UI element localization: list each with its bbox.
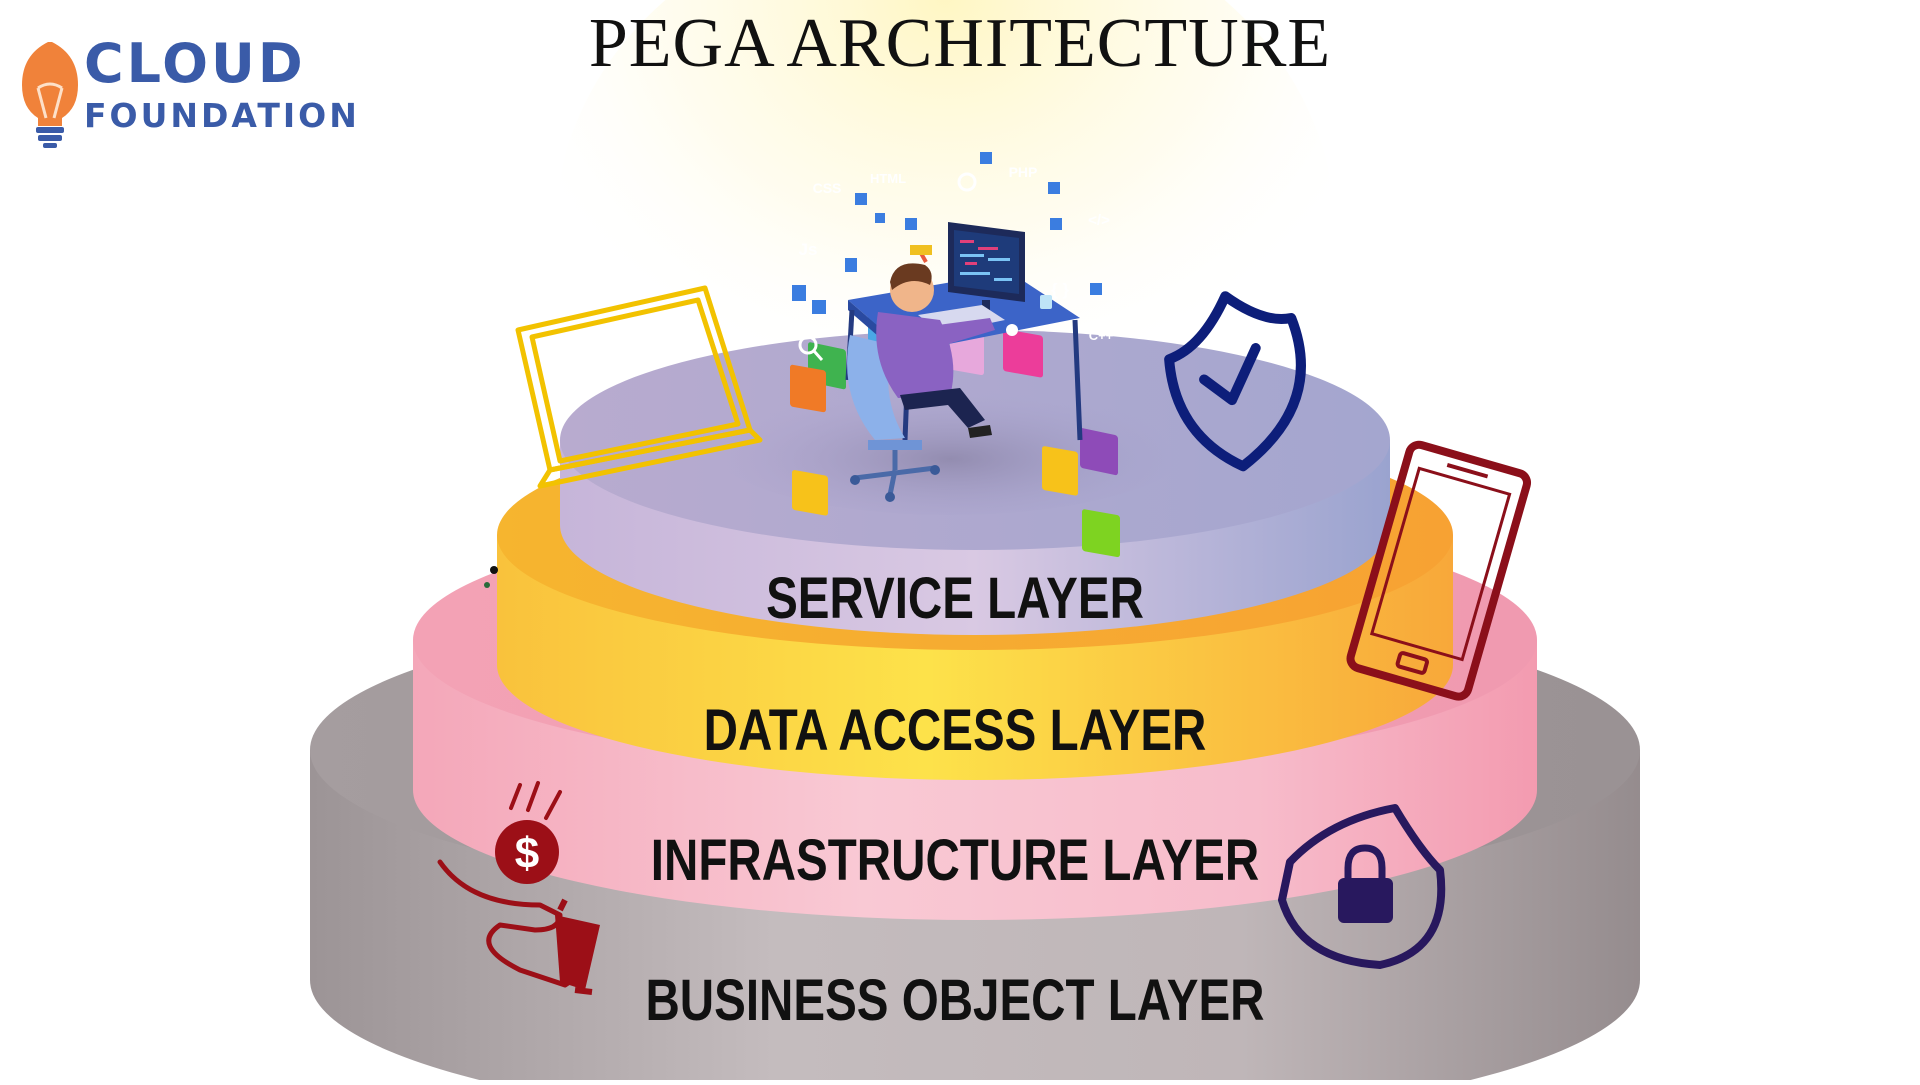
badge-cpp: C++ (1089, 328, 1114, 343)
badge-code: </> (1088, 212, 1110, 229)
shield-check-icon (1164, 291, 1306, 472)
decor-dot (490, 566, 498, 574)
decor-dot (484, 582, 490, 588)
badge-html: HTML (870, 171, 906, 186)
layer-label-data-access: DATA ACCESS LAYER (704, 699, 1207, 764)
logo-text-foundation: FOUNDATION (84, 96, 360, 135)
shield-lock-icon (1278, 804, 1446, 969)
layer-label-infrastructure: INFRASTRUCTURE LAYER (651, 829, 1259, 894)
layer-label-business-object: BUSINESS OBJECT LAYER (645, 969, 1264, 1034)
dollar-symbol: $ (515, 829, 539, 878)
laptop-icon (515, 285, 763, 489)
badge-braces: { } (1051, 280, 1069, 299)
smartphone-icon (1346, 440, 1532, 701)
badge-css: CSS (813, 180, 842, 196)
badge-js: Js (799, 240, 818, 259)
page-title: PEGA ARCHITECTURE (588, 5, 1332, 82)
hand-money-icon: $ (437, 781, 600, 995)
developer-illustration: CSS HTML PHP </> Js { } C++ (790, 152, 1120, 558)
logo-text-cloud: CLOUD (84, 32, 306, 95)
logo-bulb-icon (22, 42, 78, 148)
badge-php: PHP (1009, 164, 1038, 180)
layer-label-service: SERVICE LAYER (766, 567, 1144, 632)
